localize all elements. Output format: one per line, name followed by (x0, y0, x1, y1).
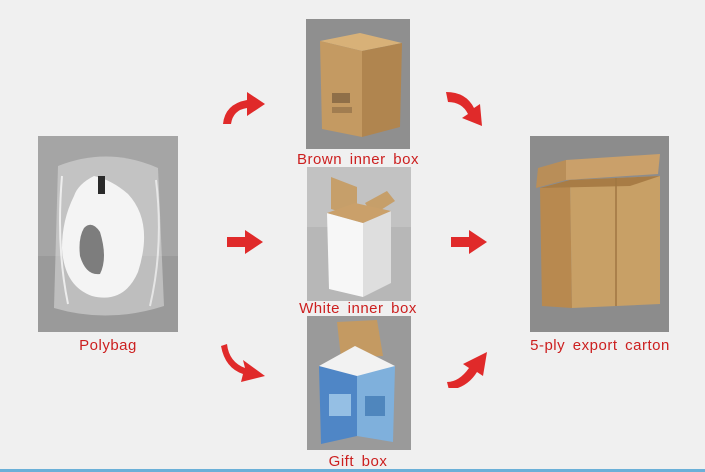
polybag-photo (38, 136, 178, 332)
label-gift-box: Gift box (328, 453, 388, 470)
label-white-inner-box: White inner box (299, 300, 417, 317)
gift-box-photo (307, 316, 411, 450)
bottom-border (0, 469, 705, 472)
brown-inner-box-photo (306, 19, 410, 149)
label-brown-inner-box: Brown inner box (297, 151, 419, 168)
label-export-carton: 5-ply export carton (530, 337, 670, 354)
label-polybag: Polybag (79, 337, 137, 354)
curved-arrow-up-right-icon (447, 352, 487, 388)
curved-arrow-down-right-icon (221, 344, 265, 382)
curved-arrow-down-right-icon (446, 92, 482, 126)
curved-arrow-up-right-icon (223, 92, 265, 124)
export-carton-photo (530, 136, 669, 332)
right-arrow-icon (451, 230, 487, 254)
right-arrow-icon (227, 230, 263, 254)
white-inner-box-photo (307, 167, 411, 301)
